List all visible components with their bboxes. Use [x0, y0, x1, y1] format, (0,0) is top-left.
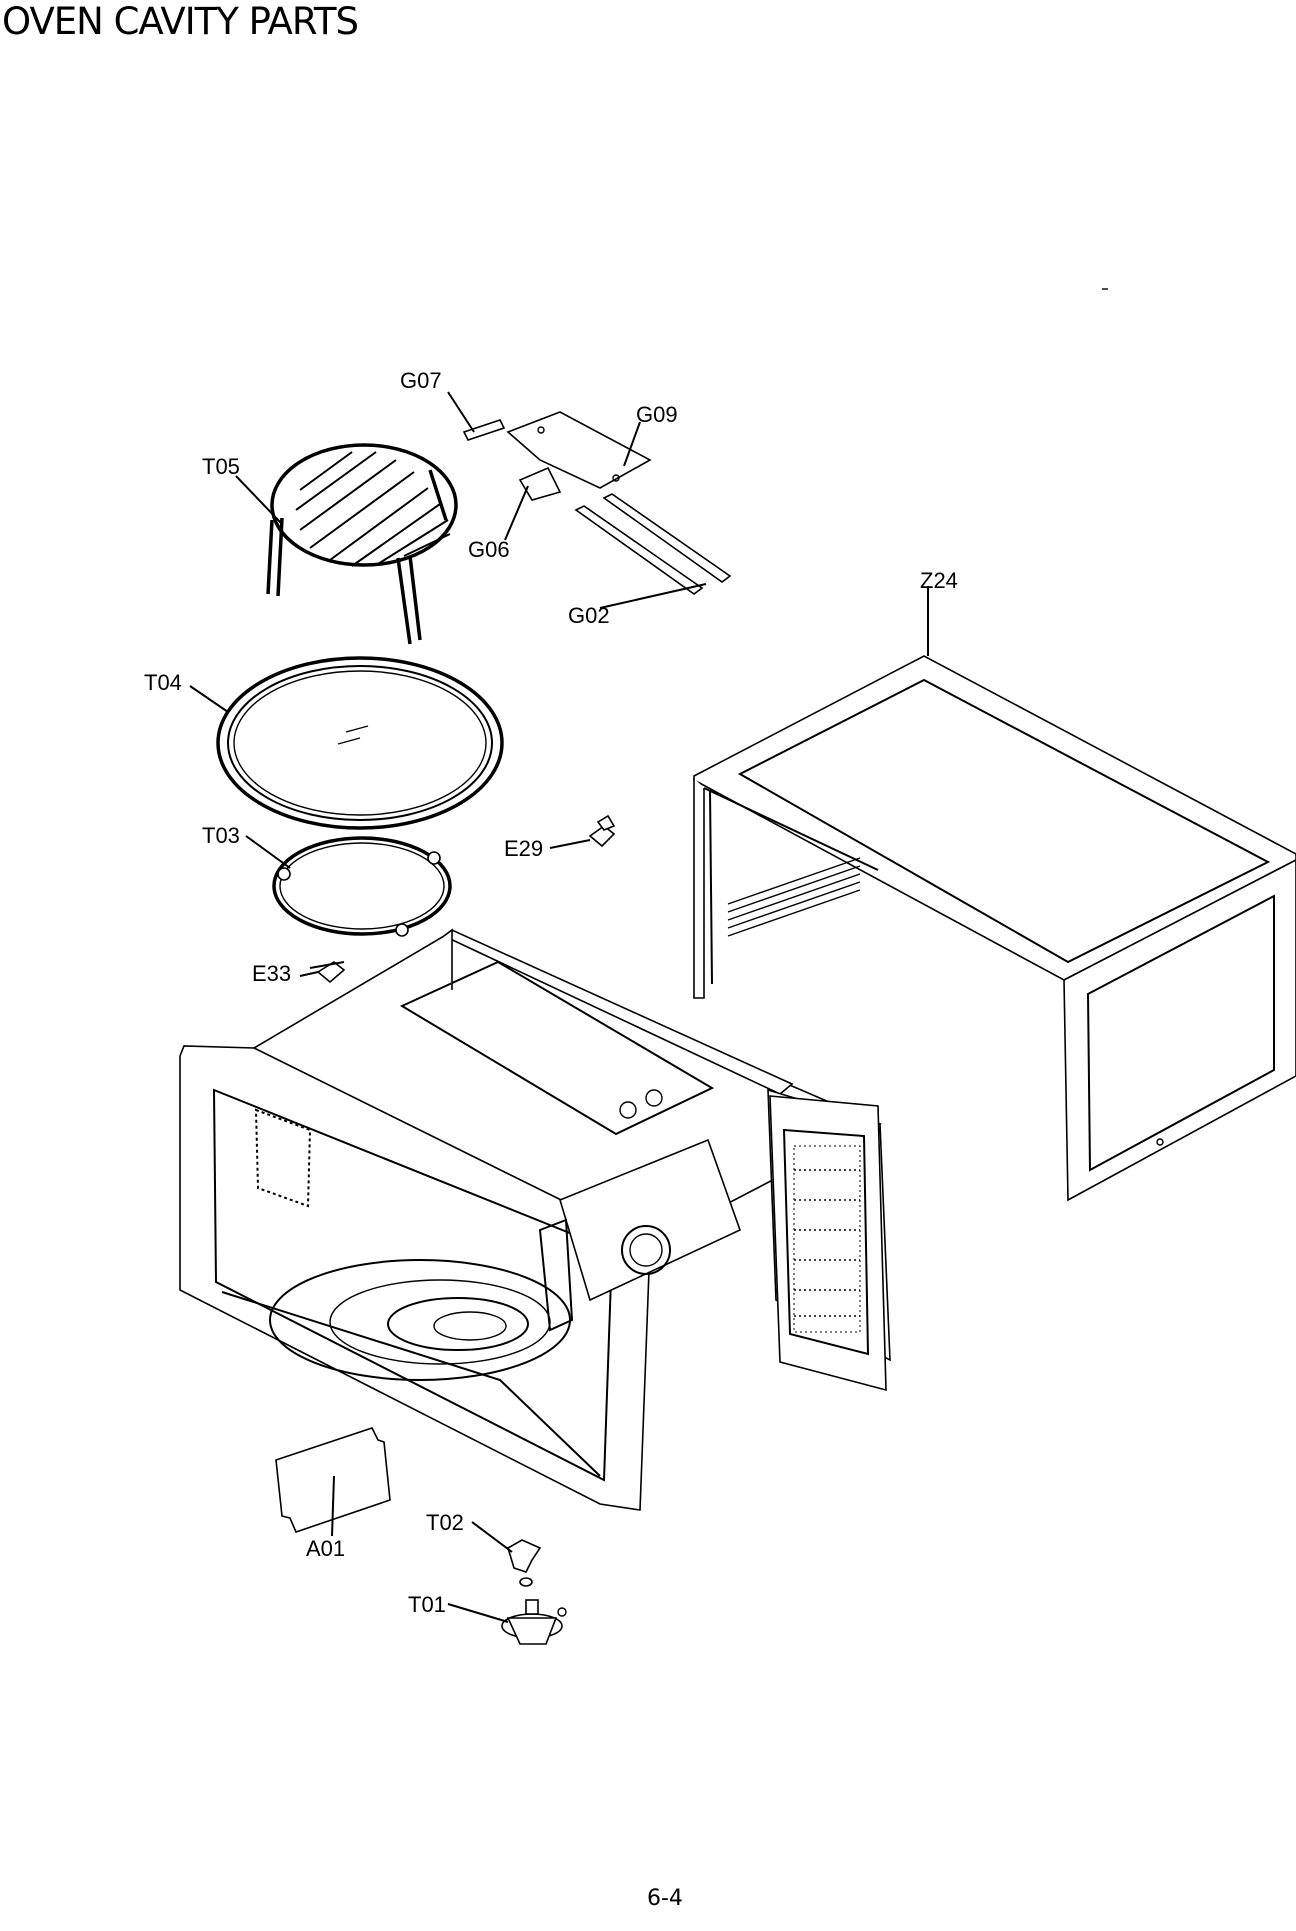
- page-title: OVEN CAVITY PARTS: [2, 0, 359, 43]
- part-t05-rack: [235, 443, 458, 645]
- part-g06-bracket: [504, 466, 562, 541]
- vent-grille: [793, 1145, 861, 1333]
- part-t03-roller-ring: [245, 835, 452, 937]
- part-t01-motor: [447, 1599, 567, 1645]
- label-t03: T03: [202, 823, 240, 848]
- part-z24-outer-case: [693, 586, 1296, 1202]
- part-labels: G07 G09 T05 G06 G02 Z24 T04 T03 E29 E33 …: [144, 368, 958, 1617]
- part-g07-clip: [447, 391, 506, 441]
- label-t04: T04: [144, 670, 182, 695]
- part-t04-tray: [189, 656, 504, 830]
- part-t02-coupler: [471, 1521, 542, 1587]
- label-g09: G09: [636, 402, 678, 427]
- label-g07: G07: [400, 368, 442, 393]
- label-e33: E33: [252, 961, 291, 986]
- part-a01-cover: [275, 1427, 391, 1537]
- label-t01: T01: [408, 1592, 446, 1617]
- part-g02-rods: [574, 493, 732, 609]
- oven-cavity-assembly: [179, 928, 891, 1511]
- part-e29-thermostat: [549, 814, 616, 849]
- label-t02: T02: [426, 1510, 464, 1535]
- label-z24: Z24: [920, 568, 958, 593]
- label-g02: G02: [568, 603, 610, 628]
- part-e33-sensor: [299, 961, 346, 984]
- part-g09-cover: [506, 411, 652, 489]
- label-g06: G06: [468, 537, 510, 562]
- label-t05: T05: [202, 454, 240, 479]
- page-number: 6-4: [647, 1886, 683, 1911]
- label-a01: A01: [306, 1536, 345, 1561]
- label-e29: E29: [504, 836, 543, 861]
